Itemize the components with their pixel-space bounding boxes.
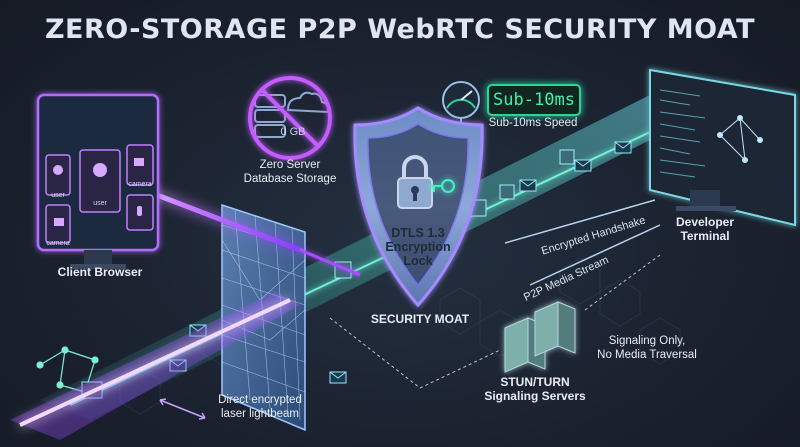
laser-line-1: Direct encrypted	[218, 394, 302, 406]
developer-monitor	[649, 68, 796, 227]
signaling-only-label: Signaling Only, No Media Traversal	[582, 334, 712, 362]
tile-label-camera-1: camera	[128, 181, 152, 188]
signaling-only-line-1: Signaling Only,	[608, 335, 686, 347]
stun-line-1: STUN/TURN	[500, 375, 570, 389]
stun-line-2: Signaling Servers	[484, 389, 586, 403]
developer-terminal-label: Developer Terminal	[665, 215, 745, 243]
prohibited-icon	[248, 76, 332, 160]
signaling-only-line-2: No Media Traversal	[597, 349, 697, 361]
client-browser-label: Client Browser	[57, 265, 143, 279]
developer-line-1: Developer	[675, 215, 735, 229]
shield-line-3: Lock	[403, 254, 433, 268]
security-moat-label: SECURITY MOAT	[370, 312, 470, 326]
speedometer-icon	[442, 81, 480, 119]
flow-arrows	[159, 199, 661, 420]
zero-storage-line-1: Zero Server	[259, 159, 321, 171]
laser-label: Direct encrypted laser lightbeam	[200, 393, 320, 421]
signaling-dashed	[329, 254, 661, 389]
tile-label-user-2: user	[93, 200, 107, 207]
tile-label-user-1: user	[51, 192, 65, 199]
speed-label: Sub-10ms Speed	[488, 117, 578, 129]
speed-display: Sub-10ms	[487, 84, 581, 116]
shield-text: DTLS 1.3 Encryption Lock	[368, 226, 468, 268]
padlock-icon	[397, 155, 433, 209]
laser-line-2: laser lightbeam	[221, 408, 299, 420]
storage-capacity: 0 GB	[280, 126, 306, 138]
shield-line-1: DTLS 1.3	[391, 226, 445, 240]
server-icon	[504, 301, 576, 373]
page-title: ZERO-STORAGE P2P WebRTC SECURITY MOAT	[44, 14, 756, 45]
zero-storage-label: Zero Server Database Storage	[220, 158, 360, 186]
tile-label-camera-2: camera	[46, 240, 70, 247]
key-icon	[430, 179, 455, 193]
shield-line-2: Encryption	[385, 240, 451, 254]
zero-storage-line-2: Database Storage	[243, 173, 337, 185]
stun-turn-label: STUN/TURN Signaling Servers	[465, 375, 605, 403]
developer-line-2: Terminal	[680, 229, 730, 243]
